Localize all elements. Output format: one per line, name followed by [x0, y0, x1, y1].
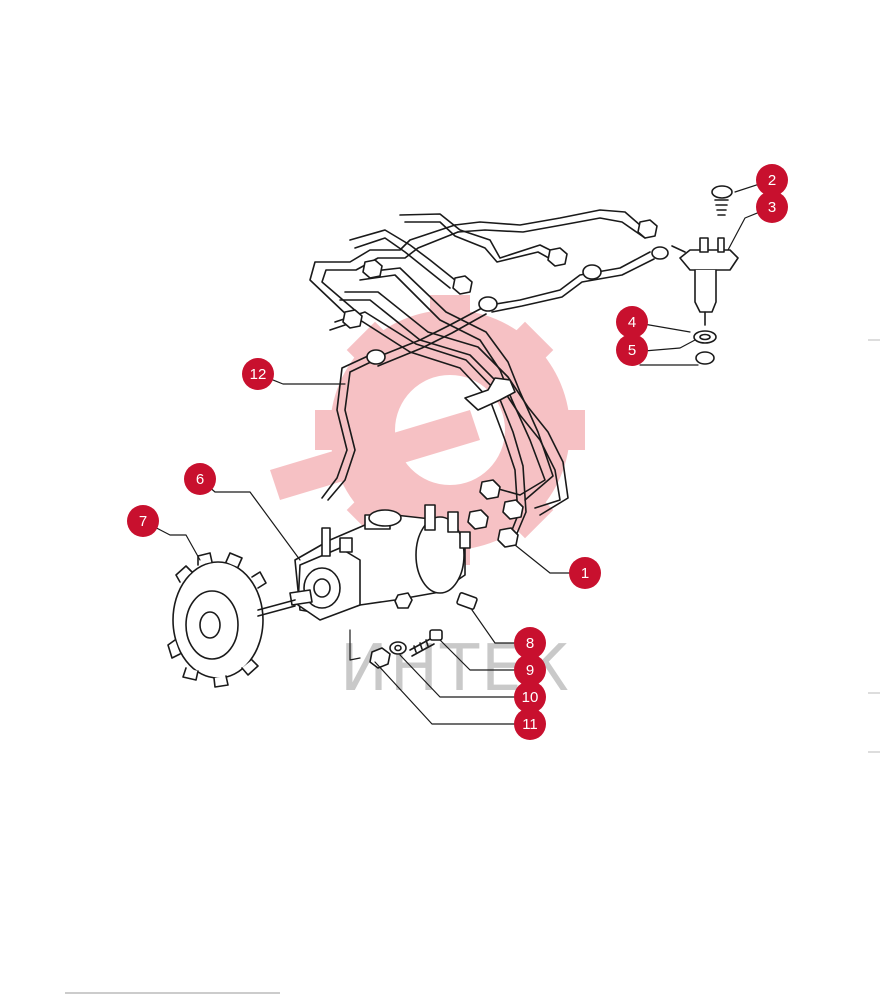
- drive-gear: [167, 552, 296, 688]
- svg-text:12: 12: [250, 366, 267, 383]
- callout-10: 10: [514, 681, 546, 713]
- callout-11: 11: [514, 708, 546, 740]
- page-marks: [65, 339, 880, 994]
- small-parts: [369, 592, 478, 669]
- pipe-nuts: [342, 219, 669, 548]
- svg-text:8: 8: [526, 635, 534, 652]
- callout-badges: 1 2 3 4 5 6 7 8: [127, 164, 788, 740]
- callout-9: 9: [514, 654, 546, 686]
- svg-text:11: 11: [522, 716, 538, 733]
- callout-6: 6: [184, 463, 216, 495]
- injection-pump: [289, 504, 471, 621]
- callout-8: 8: [514, 627, 546, 659]
- callout-12: 12: [242, 358, 274, 390]
- injector-parts: [671, 185, 739, 365]
- svg-text:1: 1: [581, 565, 589, 582]
- callout-5: 5: [616, 334, 648, 366]
- svg-text:10: 10: [522, 689, 539, 706]
- callout-7: 7: [127, 505, 159, 537]
- svg-text:5: 5: [628, 342, 636, 359]
- svg-text:7: 7: [139, 513, 147, 530]
- callout-4: 4: [616, 306, 648, 338]
- svg-text:4: 4: [628, 314, 636, 331]
- svg-text:3: 3: [768, 199, 776, 216]
- svg-text:9: 9: [526, 662, 534, 679]
- callout-2: 2: [756, 164, 788, 196]
- svg-text:6: 6: [196, 471, 204, 488]
- injection-system-drawing: [142, 179, 773, 725]
- svg-text:2: 2: [768, 172, 776, 189]
- injector-pipes: [309, 209, 655, 539]
- callout-3: 3: [756, 191, 788, 223]
- callout-1: 1: [569, 557, 601, 589]
- pipe-clamp: [464, 377, 516, 411]
